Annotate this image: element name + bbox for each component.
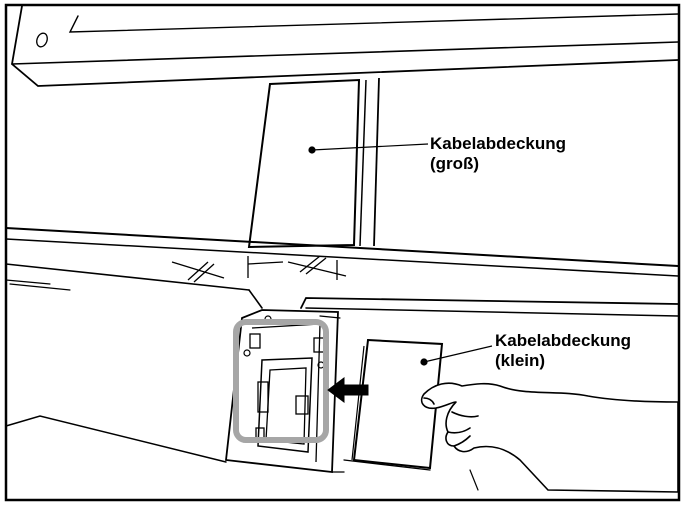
leader-lines: [308, 143, 493, 366]
cut-marks: [171, 255, 347, 283]
right-rail: [300, 297, 679, 319]
large-cable-cover-label: Kabelabdeckung (groß): [430, 134, 566, 174]
floor-lines: [5, 415, 479, 491]
large-cable-cover-panel: [247, 77, 380, 249]
small-cable-cover-panel: [351, 338, 444, 470]
crossbar: [5, 227, 679, 309]
diagram-frame: [4, 3, 681, 502]
insert-arrow-icon: [327, 377, 369, 403]
connector-highlight: [233, 319, 329, 443]
hand-icon: [420, 382, 679, 493]
large-cable-cover-label-line1: Kabelabdeckung: [430, 134, 567, 153]
small-cable-cover-label-line2: (klein): [495, 351, 546, 370]
jack-panel: [225, 309, 339, 474]
large-cable-cover-label-line2: (groß): [430, 154, 480, 173]
piano-top-body: [11, 5, 679, 87]
small-cable-cover-label-line1: Kabelabdeckung: [495, 331, 632, 350]
small-cable-cover-label: Kabelabdeckung (klein): [495, 331, 631, 371]
